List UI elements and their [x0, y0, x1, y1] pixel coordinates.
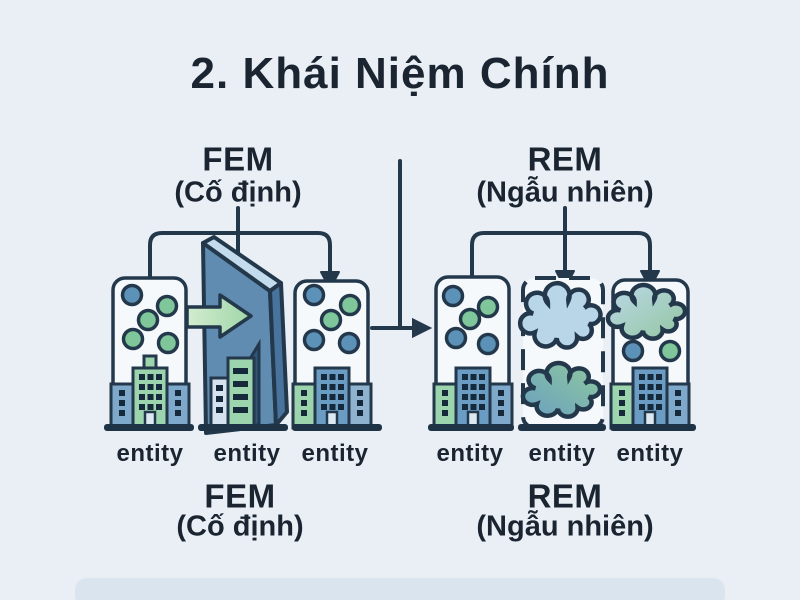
ground-line [292, 424, 382, 431]
ground-line [610, 424, 696, 431]
rem-panel-2 [518, 276, 605, 430]
rem-sublabel-top: (Ngẫu nhiên) [476, 176, 654, 209]
entity-label-6: entity [616, 440, 684, 467]
fem-panel-1 [109, 276, 191, 430]
entity-label-5: entity [528, 440, 596, 467]
fem-to-rem-arrow [370, 159, 433, 339]
fem-label-top: FEM [202, 140, 274, 178]
fem-panel-2 [185, 235, 289, 435]
dots-icon [120, 283, 180, 355]
ground-line [518, 424, 606, 431]
rem-label-bottom: REM [527, 477, 603, 515]
rem-sublabel-bottom: (Ngẫu nhiên) [476, 510, 654, 543]
arrow-right-icon [412, 317, 433, 339]
fem-sublabel-bottom: (Cố định) [176, 510, 304, 543]
rem-label-top: REM [527, 140, 603, 178]
footer-strip [75, 578, 725, 600]
entity-label-1: entity [116, 440, 184, 467]
rem-panel-1 [432, 275, 514, 430]
building-icon [609, 366, 691, 430]
page-title: 2. Khái Niệm Chính [190, 49, 610, 98]
building-icon [432, 366, 514, 430]
fem-label-bottom: FEM [204, 477, 276, 515]
entity-label-2: entity [213, 440, 281, 467]
fem-panel-3 [291, 279, 373, 430]
ground-line [104, 424, 194, 431]
entity-label-3: entity [301, 440, 369, 467]
ground-lines [104, 424, 696, 431]
rem-panel-3 [606, 278, 691, 430]
ground-line [428, 424, 514, 431]
dots-icon [441, 284, 500, 356]
entity-label-4: entity [436, 440, 504, 467]
dots-icon [302, 283, 362, 355]
ground-line [198, 424, 288, 431]
dots-icon [621, 339, 682, 363]
fem-sublabel-top: (Cố định) [174, 176, 302, 209]
arrow-into-wall-icon [185, 293, 253, 339]
